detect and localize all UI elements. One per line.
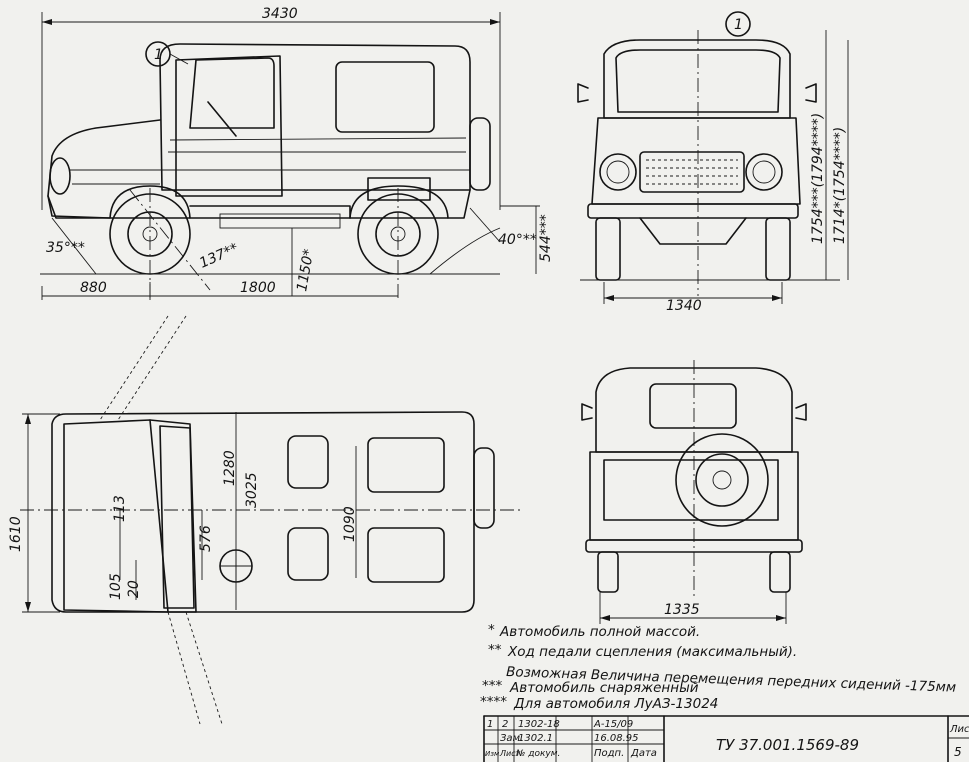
tb-r2-c3: 1302.1 <box>518 733 553 744</box>
dim-seat-shift-a: 105 <box>108 573 124 600</box>
dim-front-overhang: 880 <box>80 280 107 296</box>
dim-interior-front: 1280 <box>222 450 238 486</box>
dim-height: 1754***(1794****) <box>810 113 826 244</box>
note-mark-2: ** <box>488 642 502 658</box>
note-text-4: Автомобиль снаряженный <box>509 680 699 696</box>
tb-r2-c4: 16.08.95 <box>594 733 639 744</box>
dim-rear-seat-width: 1090 <box>342 506 358 542</box>
note-mark-1: * <box>488 622 495 638</box>
dim-rear-track: 1335 <box>664 602 700 618</box>
dim-width: 1610 <box>8 516 24 552</box>
tb-r1-c3: 1302-18 <box>518 719 560 730</box>
dim-approach-angle: 35°** <box>46 240 85 256</box>
dim-length: 3430 <box>262 6 298 22</box>
tb-r3-c3: № докум. <box>515 749 560 759</box>
sheet-label: Лист <box>949 724 969 735</box>
note-mark-4: *** <box>482 678 503 694</box>
note-text-2: Ход педали сцепления (максимальный). <box>507 644 797 660</box>
tb-r2-c2: Зам. <box>500 733 523 744</box>
dim-interior-length: 3025 <box>244 472 260 508</box>
tb-r3-c4: Подп. <box>594 748 624 759</box>
dim-front-track: 1340 <box>666 298 702 314</box>
callout-number: 1 <box>154 47 163 63</box>
dim-rear-height: 544*** <box>538 214 554 262</box>
callout-number-front: 1 <box>734 17 743 33</box>
rear-view <box>581 360 807 624</box>
dim-ground-clearance: 137** <box>197 240 241 271</box>
footnotes: * Автомобиль полной массой. ** Ход педал… <box>480 622 956 712</box>
dim-pedal-distance: 576 <box>198 525 214 552</box>
tb-r3-c1: Изм. <box>485 750 501 758</box>
note-text-5: Для автомобиля ЛуАЗ-13024 <box>513 696 718 712</box>
dim-height-alt: 1714*(1754****) <box>832 127 848 244</box>
note-mark-5: **** <box>480 694 507 710</box>
dim-seat-shift-b: 20 <box>126 580 142 598</box>
note-text-1: Автомобиль полной массой. <box>499 624 700 640</box>
dim-seat-offset: 113 <box>112 495 128 522</box>
tb-r1-c1: 1 <box>487 719 493 730</box>
dim-pedal-travel: 1150* <box>294 248 317 293</box>
front-view <box>577 11 849 304</box>
tb-r1-c2: 2 <box>502 719 508 730</box>
tb-r3-c5: Дата <box>630 748 657 759</box>
top-view <box>20 315 520 725</box>
side-view <box>40 12 540 300</box>
tb-r3-c2: Лист <box>499 749 521 758</box>
document-number: ТУ 37.001.1569-89 <box>716 736 859 754</box>
dim-departure-angle: 40°** <box>498 232 537 248</box>
dim-wheelbase: 1800 <box>240 280 276 296</box>
tb-r1-c4: А-15/09 <box>593 719 633 730</box>
title-block: 1 2 1302-18 А-15/09 Зам. 1302.1 16.08.95… <box>483 715 969 762</box>
sheet-number: 5 <box>954 745 962 759</box>
